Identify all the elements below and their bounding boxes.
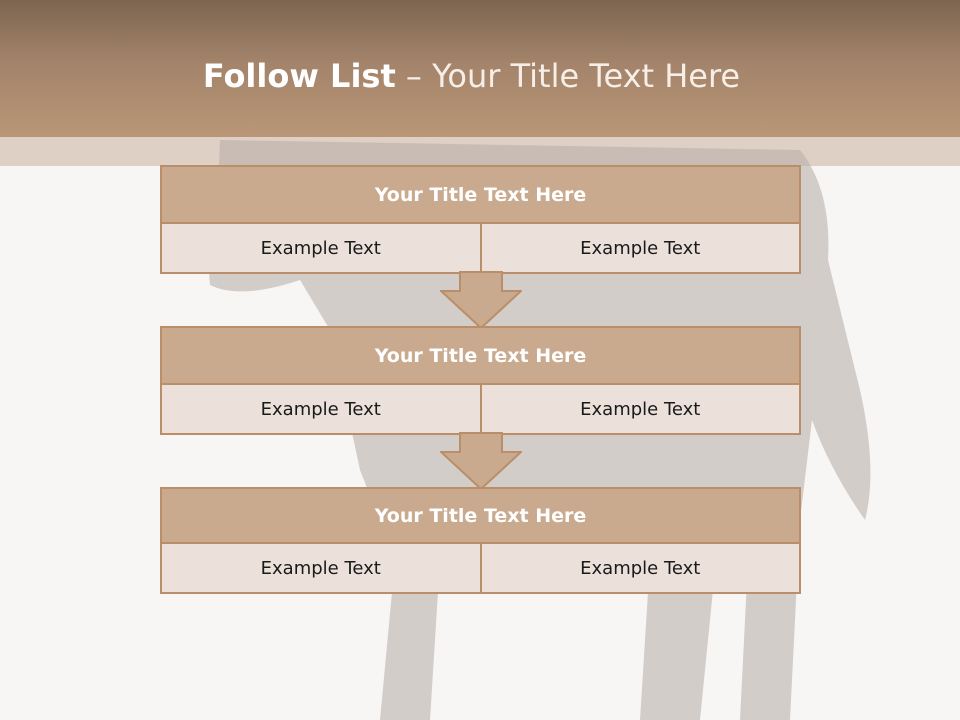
block-cell-right: Example Text: [479, 544, 799, 592]
block-row: Example Text Example Text: [162, 224, 799, 272]
block-cell-left: Example Text: [162, 544, 480, 592]
block-cell-left: Example Text: [162, 224, 480, 272]
block-title: Your Title Text Here: [162, 489, 799, 544]
header-bar: [0, 0, 960, 137]
down-arrow-icon: [440, 432, 522, 490]
block-cell-right: Example Text: [479, 224, 799, 272]
block-row: Example Text Example Text: [162, 385, 799, 433]
block-cell-left: Example Text: [162, 385, 480, 433]
block-row: Example Text Example Text: [162, 544, 799, 592]
slide-title: Follow List – Your Title Text Here: [0, 54, 943, 98]
title-rest: – Your Title Text Here: [395, 57, 741, 95]
block-cell-right: Example Text: [479, 385, 799, 433]
block-title: Your Title Text Here: [162, 328, 799, 385]
list-block-1: Your Title Text Here Example Text Exampl…: [160, 165, 801, 274]
list-block-3: Your Title Text Here Example Text Exampl…: [160, 487, 801, 594]
down-arrow-icon: [440, 271, 522, 329]
list-block-2: Your Title Text Here Example Text Exampl…: [160, 326, 801, 435]
title-bold: Follow List: [202, 57, 396, 95]
block-title: Your Title Text Here: [162, 167, 799, 224]
